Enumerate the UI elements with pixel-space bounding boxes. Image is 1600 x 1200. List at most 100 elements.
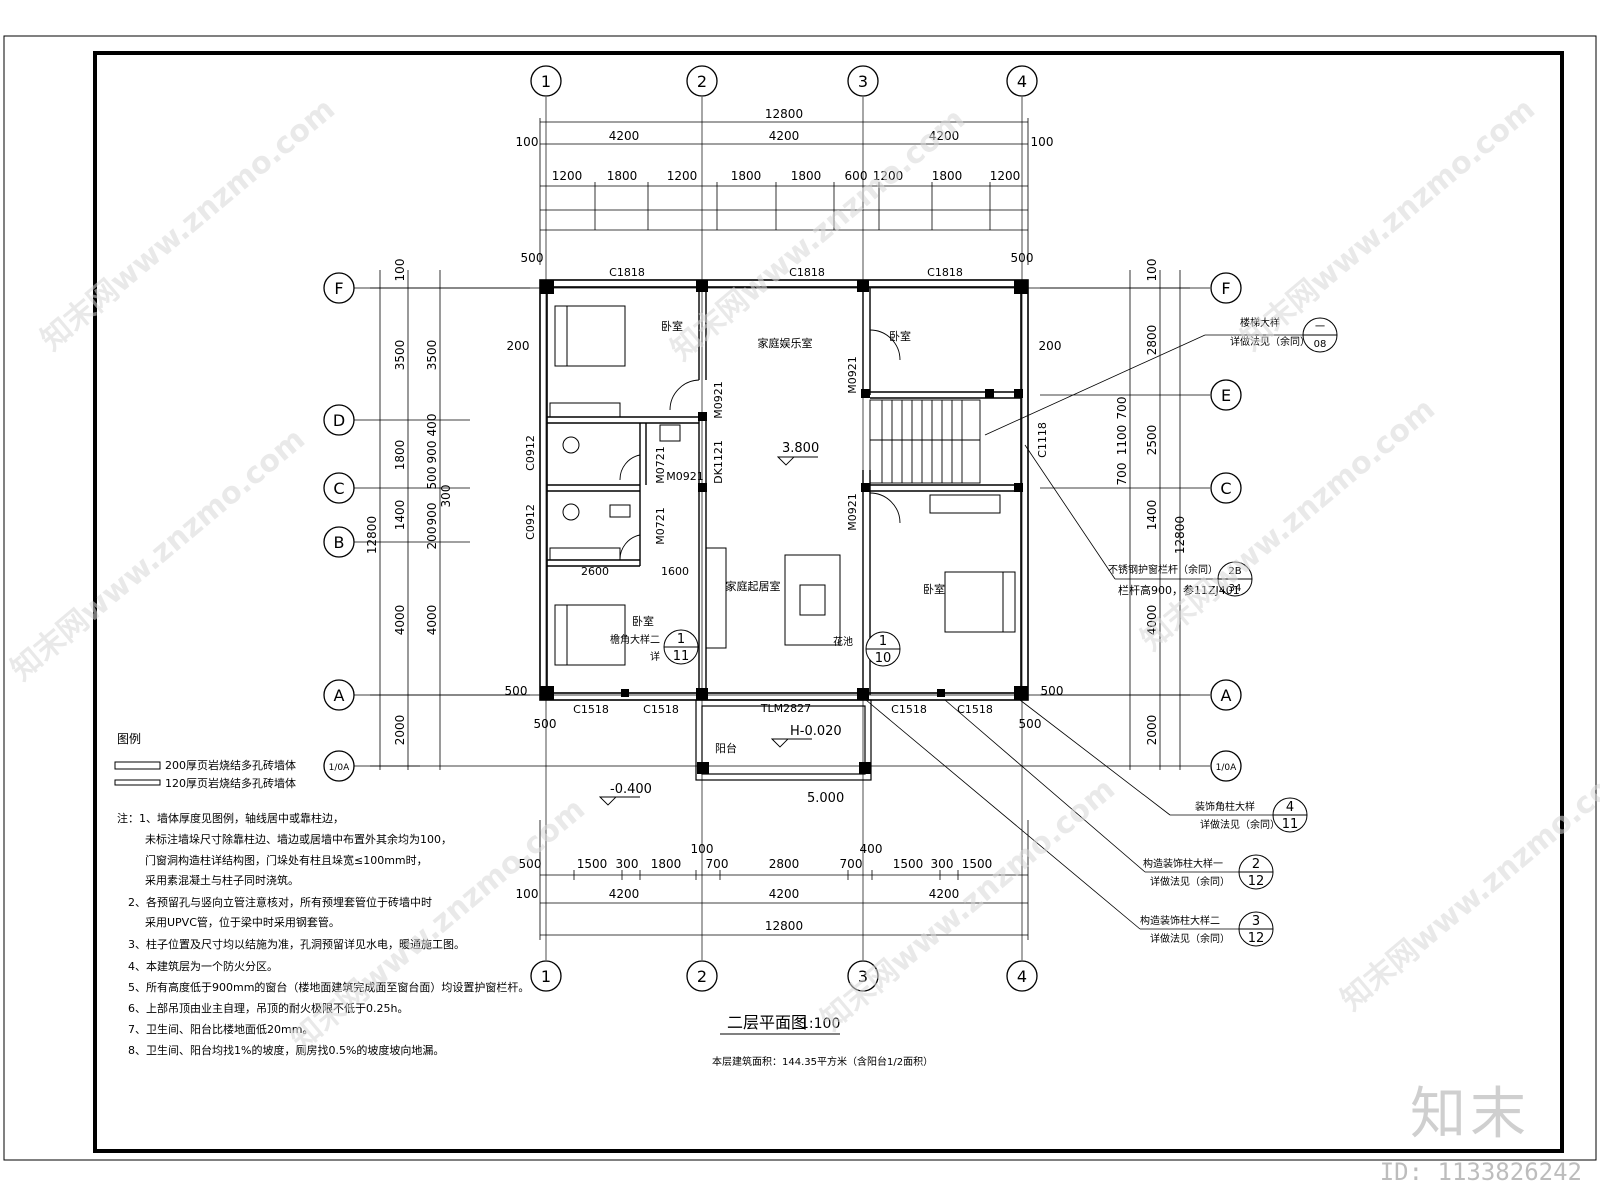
left-outer-3: 1400	[393, 500, 407, 531]
right-inner-2: 1100	[1115, 425, 1129, 456]
opening-tags: C1818 C1818 C1818 C1518 C1518 C1518 C151…	[524, 266, 1049, 716]
top-seg-1: 1200	[552, 169, 583, 183]
door-tag-5: M0721	[654, 446, 667, 484]
bottom-bay-3: 4200	[929, 887, 960, 901]
col-one-sheet: 12	[1248, 874, 1265, 889]
note-line-9: 5、所有高度低于900mm的窗台（楼地面建筑完成面至窗台面）均设置护窗栏杆。	[128, 980, 529, 994]
window-tag-5: C1518	[643, 703, 679, 716]
right-small-2: 200	[1039, 339, 1062, 353]
top-bay-1: 4200	[609, 129, 640, 143]
interior-dim-2: 1600	[661, 565, 689, 578]
top-edge-left: 100	[516, 135, 539, 149]
door-tag-3: M0921	[666, 470, 704, 483]
col-two-num: 3	[1252, 914, 1260, 929]
door-tag-6: M0721	[654, 507, 667, 545]
right-small-3: 500	[1041, 684, 1064, 698]
note-line-1: 注：1、墙体厚度见图例，轴线居中或靠柱边，	[117, 811, 344, 825]
col-one-sub: 详做法见（余同）	[1150, 875, 1230, 888]
corner-col-sheet: 11	[1282, 817, 1299, 832]
balcony-outline	[695, 699, 872, 781]
plant-detail-title: 花池	[833, 635, 853, 648]
bottom-seg-5: 700	[706, 857, 729, 871]
right-outer-4: 4000	[1145, 605, 1159, 636]
bottom-seg-7: 700	[840, 857, 863, 871]
top-dimensions	[539, 118, 1029, 265]
stair-detail-title: 楼梯大样	[1240, 316, 1280, 329]
axis-0A-right: 1/0A	[1216, 763, 1237, 773]
axis-grid	[354, 97, 1210, 960]
room-family: 家庭娱乐室	[758, 336, 813, 350]
bottom-seg-1: 500	[519, 857, 542, 871]
plant-detail-sheet: 10	[875, 651, 892, 666]
axis-4-top: 4	[1017, 72, 1027, 91]
note-line-4: 采用素混凝土与柱子同时浇筑。	[145, 873, 299, 887]
eave-detail-num: 1	[677, 632, 685, 647]
general-notes: 注：1、墙体厚度见图例，轴线居中或靠柱边， 未标注墙垛尺寸除靠柱边、墙边或居墙中…	[117, 811, 529, 1057]
room-bedroom-se: 卧室	[923, 582, 945, 596]
axis-3-bottom: 3	[858, 967, 868, 986]
left-inner-8: 4000	[425, 605, 439, 636]
bottom-dimensions	[539, 820, 1029, 940]
axis-1-top: 1	[541, 72, 551, 91]
top-seg-6: 600	[845, 169, 868, 183]
right-total: 12800	[1173, 516, 1187, 554]
drawing-border	[93, 51, 1564, 1153]
legend-swatches	[114, 761, 161, 786]
note-line-5: 2、各预留孔与竖向立管注意核对，所有预埋套管位于砖墙中时	[128, 895, 432, 909]
left-small-1: 500	[521, 251, 544, 265]
top-seg-5: 1800	[791, 169, 822, 183]
legend: 图例 200厚页岩烧结多孔砖墙体 120厚页岩烧结多孔砖墙体	[117, 732, 296, 790]
door-tag-8: TLM2827	[760, 702, 811, 715]
outer-frame	[3, 35, 1597, 1161]
top-seg-9: 1200	[990, 169, 1021, 183]
drawing-scale: 1:100	[800, 1016, 840, 1032]
right-outer-3: 1400	[1145, 500, 1159, 531]
interior-dim-1: 2600	[581, 565, 609, 578]
note-line-6: 采用UPVC管，位于梁中时采用钢套管。	[145, 915, 340, 929]
top-seg-8: 1800	[932, 169, 963, 183]
stair-detail-num: 一	[1315, 322, 1325, 333]
interior-walls	[547, 288, 1021, 695]
bottom-total: 12800	[765, 919, 803, 933]
right-dim-text: 12800 2800 2500 1400 4000 2000 700 1100 …	[1011, 251, 1187, 745]
top-seg-3: 1200	[667, 169, 698, 183]
eave-detail-title: 檐角大样二	[610, 633, 660, 646]
right-outer-2: 2500	[1145, 425, 1159, 456]
col-one-title: 构造装饰柱大样一	[1143, 857, 1223, 870]
door-tag-4: M0921	[846, 493, 859, 531]
door-tag-2: M0921	[846, 356, 859, 394]
note-line-8: 4、本建筑层为一个防火分区。	[128, 959, 278, 973]
axis-2-bottom: 2	[697, 967, 707, 986]
top-total: 12800	[765, 107, 803, 121]
axis-C-right: C	[1220, 479, 1231, 498]
legend-title: 图例	[117, 732, 141, 746]
axis-B-left: B	[334, 533, 345, 552]
callout-text: 楼梯大样 详做法见（余同） 一 08 不锈钢护窗栏杆（余同） 栏杆高900，参1…	[610, 316, 1326, 946]
right-top-edge: 100	[1145, 259, 1159, 282]
axis-E-right: E	[1221, 386, 1231, 405]
col-two-sheet: 12	[1248, 931, 1265, 946]
room-bedroom-nw: 卧室	[661, 319, 683, 333]
bottom-seg-4: 1800	[651, 857, 682, 871]
window-tag-4: C1518	[573, 703, 609, 716]
axis-1-bottom: 1	[541, 967, 551, 986]
top-bay-2: 4200	[769, 129, 800, 143]
left-total: 12800	[365, 516, 379, 554]
callout-bubbles	[663, 317, 1338, 947]
window-tag-10: C1118	[1036, 422, 1049, 458]
plant-detail-num: 1	[879, 634, 887, 649]
level-marks	[598, 456, 818, 806]
left-outer-1: 3500	[393, 340, 407, 371]
bottom-bay-1: 4200	[609, 887, 640, 901]
corner-col-sub: 详做法见（余同）	[1200, 818, 1280, 831]
col-two-title: 构造装饰柱大样二	[1140, 914, 1220, 927]
level-balcony-width: 5.000	[807, 791, 844, 806]
right-small-1: 500	[1011, 251, 1034, 265]
area-note: 本层建筑面积：144.35平方米（含阳台1/2面积）	[712, 1055, 933, 1068]
bottom-extra-1: 100	[691, 842, 714, 856]
left-inner-4: 500	[425, 467, 439, 490]
level-floor: 3.800	[782, 441, 819, 456]
bottom-edge-left: 100	[516, 887, 539, 901]
col-one-num: 2	[1252, 857, 1260, 872]
